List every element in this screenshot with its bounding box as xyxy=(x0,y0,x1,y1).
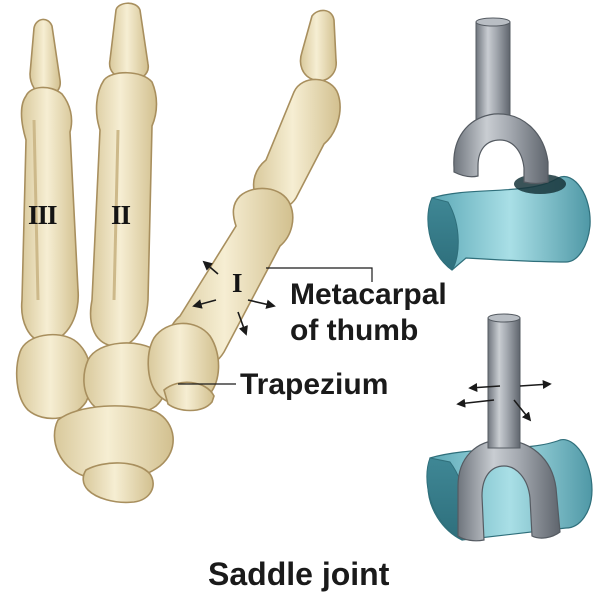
carpal-bones xyxy=(17,323,219,502)
label-trapezium: Trapezium xyxy=(240,368,388,402)
numeral-middle-finger: III xyxy=(28,200,57,230)
numeral-thumb: I xyxy=(232,268,242,298)
numeral-index-finger: II xyxy=(111,200,131,230)
saddle-model-bottom xyxy=(427,314,592,541)
hand-bones xyxy=(17,3,340,502)
middle-finger-bones xyxy=(22,19,79,342)
label-metacarpal-line2: of thumb xyxy=(290,314,418,348)
metal-rod-bottom xyxy=(488,318,520,448)
saddle-cap-top xyxy=(454,114,548,184)
label-metacarpal-line1: Metacarpal xyxy=(290,278,447,312)
index-finger-bones xyxy=(91,3,157,346)
metal-rod-top xyxy=(476,22,510,126)
caption-saddle-joint: Saddle joint xyxy=(208,556,389,593)
saddle-model-top xyxy=(428,18,590,270)
